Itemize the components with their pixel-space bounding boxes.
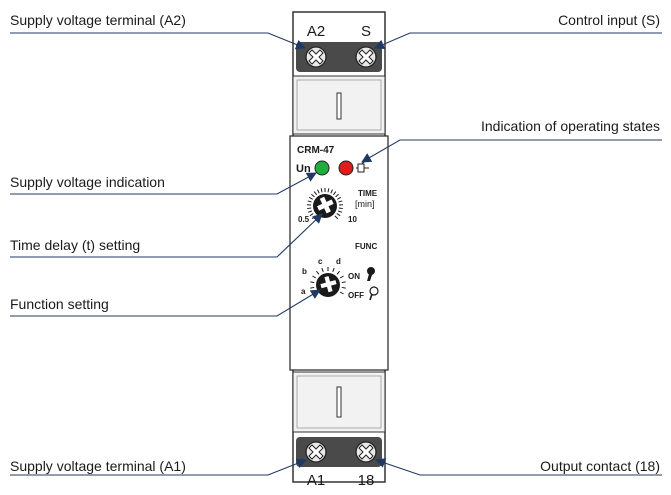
callout-supply-terminal-a2: Supply voltage terminal (A2) — [10, 12, 186, 28]
dial-tick — [312, 275, 317, 279]
dial-tick — [307, 207, 312, 210]
dial-tick — [332, 191, 337, 196]
dial-tick — [338, 207, 343, 210]
callout-operating-states: Indication of operating states — [481, 118, 660, 134]
dial-tick — [338, 200, 343, 203]
terminal-label-18: 18 — [358, 472, 375, 489]
leader-control-input — [374, 32, 662, 50]
leader-operating-states — [361, 139, 662, 163]
terminal-label-a1: A1 — [307, 472, 325, 489]
bottom-slot — [336, 386, 342, 418]
dial-tick — [337, 196, 342, 200]
dial-tick — [317, 189, 320, 194]
supply-led — [314, 160, 330, 176]
leader-output-contact — [375, 458, 662, 476]
leader-supply-indication — [10, 172, 317, 195]
dial-tick — [334, 215, 339, 220]
dial-tick — [336, 270, 340, 275]
bulb-off-icon — [369, 286, 379, 301]
func-position-d: d — [336, 257, 341, 266]
dial-tick — [327, 188, 330, 193]
terminal-label-a2: A2 — [307, 23, 325, 40]
dial-tick — [308, 196, 313, 200]
dial-tick — [332, 267, 335, 273]
operating-state-led — [338, 160, 354, 176]
led-un-label: Un — [296, 163, 311, 175]
dial-tick — [330, 189, 333, 194]
leader-supply-a2 — [10, 32, 306, 50]
dial-tick — [339, 291, 344, 295]
callout-time-setting: Time delay (t) setting — [10, 237, 140, 253]
dial-tick — [313, 191, 318, 196]
leader-supply-a1 — [10, 458, 307, 476]
dial-tick — [337, 210, 343, 213]
dial-tick — [335, 193, 339, 198]
dial-tick — [321, 267, 324, 273]
func-position-c: c — [318, 257, 323, 266]
dial-tick — [310, 281, 315, 284]
top-slot — [336, 92, 342, 120]
func-position-b: b — [302, 267, 307, 276]
func-on-label: ON — [348, 272, 360, 281]
callout-supply-terminal-a1: Supply voltage terminal (A1) — [10, 458, 186, 474]
dial-tick — [339, 275, 344, 279]
callout-lines — [10, 32, 662, 476]
time-unit: [min] — [355, 199, 375, 209]
terminal-label-s: S — [361, 23, 371, 40]
time-max-label: 10 — [348, 215, 357, 224]
dial-tick — [310, 286, 315, 289]
dial-tick — [307, 200, 312, 203]
callout-output-contact: Output contact (18) — [540, 458, 660, 474]
terminal-screw-a2[interactable] — [305, 46, 327, 68]
function-knob[interactable] — [316, 273, 340, 297]
model-label: CRM-47 — [297, 145, 335, 156]
time-knob[interactable] — [313, 194, 337, 218]
func-title: FUNC — [355, 242, 377, 251]
dial-tick — [341, 286, 346, 289]
leader-function-setting — [10, 289, 321, 317]
bulb-on-icon — [367, 267, 375, 281]
time-min-label: 0.5 — [298, 215, 310, 224]
relay-device: A2 S A1 18 CRM-47 Un — [289, 11, 389, 489]
func-off-label: OFF — [348, 291, 364, 300]
time-title: TIME — [358, 189, 378, 198]
dial-tick — [307, 210, 313, 213]
dial-tick — [316, 270, 320, 275]
dial-tick — [336, 213, 341, 217]
callout-supply-indication: Supply voltage indication — [10, 174, 165, 190]
terminal-screw-a1[interactable] — [305, 441, 327, 463]
func-position-a: a — [301, 287, 306, 296]
terminal-screw-18[interactable] — [355, 441, 377, 463]
callout-function-setting: Function setting — [10, 296, 109, 312]
dial-tick — [320, 188, 323, 193]
terminal-screw-s[interactable] — [355, 46, 377, 68]
dial-tick — [341, 281, 346, 284]
callout-control-input: Control input (S) — [558, 12, 660, 28]
leader-time-setting — [10, 213, 323, 258]
dial-tick — [311, 193, 315, 198]
